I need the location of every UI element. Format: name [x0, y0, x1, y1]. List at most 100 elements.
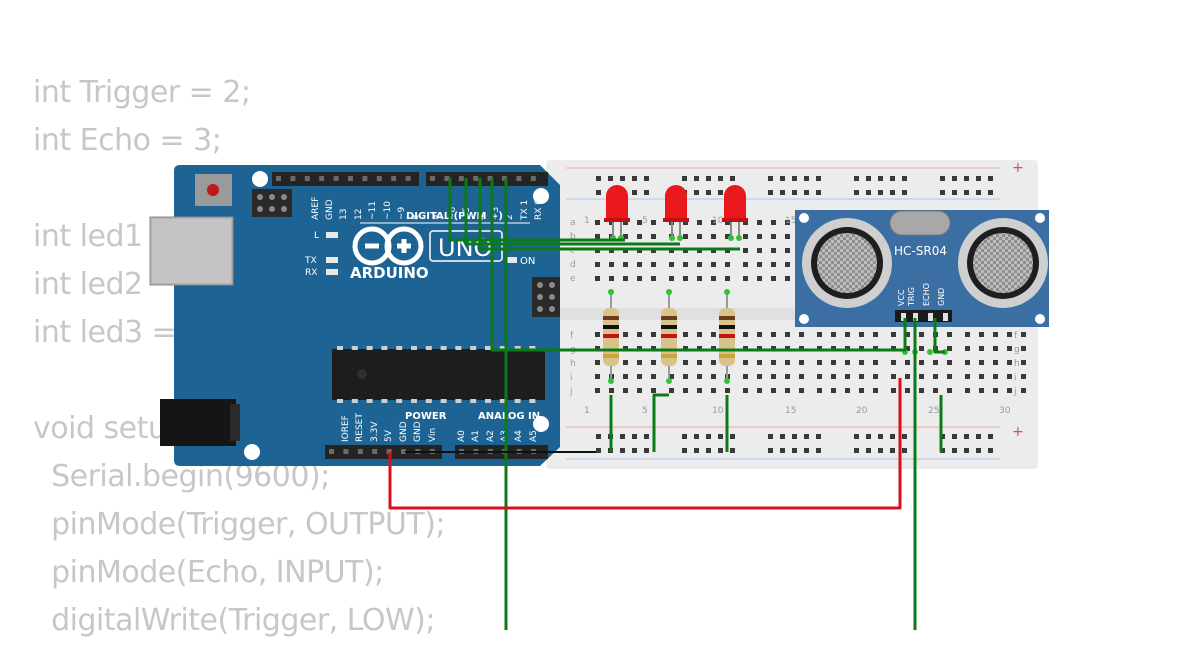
breadboard-hole: [683, 234, 688, 239]
row-label: j: [569, 387, 573, 397]
breadboard-hole: [637, 374, 642, 379]
code-line: pinMode(Echo, INPUT);: [33, 555, 384, 590]
digital-pin-label: ~3: [491, 207, 501, 220]
rail-hole: [682, 448, 687, 453]
rail-hole: [780, 434, 785, 439]
breadboard-hole: [697, 388, 702, 393]
breadboard-hole: [785, 374, 790, 379]
breadboard-hole: [757, 374, 762, 379]
breadboard-hole: [651, 262, 656, 267]
breadboard-hole: [623, 220, 628, 225]
digital-pin-label: AREF: [311, 197, 321, 220]
header-pin: [473, 176, 479, 181]
breadboard-hole: [651, 220, 656, 225]
breadboard-hole: [831, 388, 836, 393]
power-pin-label: Vin: [428, 428, 438, 442]
breadboard-hole: [1021, 388, 1026, 393]
breadboard-hole: [743, 332, 748, 337]
breadboard-hole: [609, 262, 614, 267]
breadboard-hole: [595, 276, 600, 281]
breadboard-hole: [919, 374, 924, 379]
rail-hole: [596, 190, 601, 195]
column-number: 1: [584, 406, 590, 416]
breadboard-hole: [697, 234, 702, 239]
rail-hole: [706, 448, 711, 453]
header-pin: [343, 449, 349, 454]
breadboard-hole: [965, 360, 970, 365]
rail-hole: [792, 190, 797, 195]
row-label: f: [570, 331, 574, 341]
rail-hole: [706, 434, 711, 439]
breadboard-hole: [1007, 374, 1012, 379]
breadboard-hole: [711, 332, 716, 337]
power-pin-label: GND: [413, 421, 423, 442]
breadboard-hole: [859, 332, 864, 337]
breadboard-hole: [623, 360, 628, 365]
breadboard-hole: [947, 360, 952, 365]
rail-hole: [976, 434, 981, 439]
rail-hole: [890, 434, 895, 439]
rail-hole: [866, 434, 871, 439]
header-pin: [348, 176, 353, 181]
breadboard-hole: [933, 360, 938, 365]
rail-hole: [854, 434, 859, 439]
rail-hole: [780, 190, 785, 195]
sensor-model-label: HC-SR04: [894, 244, 947, 258]
breadboard-hole: [725, 388, 730, 393]
wire-gnd-sensor-green: [933, 318, 945, 354]
rail-hole: [596, 434, 601, 439]
breadboard-hole: [595, 220, 600, 225]
digital-pin-label: ~10: [383, 201, 393, 220]
breadboard-hole: [785, 234, 790, 239]
breadboard-hole: [697, 220, 702, 225]
power-jack: [160, 399, 236, 446]
breadboard-hole: [697, 332, 702, 337]
breadboard-hole: [711, 262, 716, 267]
breadboard-hole: [979, 388, 984, 393]
breadboard-hole: [947, 388, 952, 393]
breadboard-hole: [771, 248, 776, 253]
rx-led-label: RX: [305, 268, 317, 278]
breadboard-hole: [711, 360, 716, 365]
breadboard-hole: [859, 388, 864, 393]
breadboard-hole: [891, 374, 896, 379]
sensor-pin-label: TRIG: [907, 287, 916, 307]
rail-hole: [952, 434, 957, 439]
rail-hole: [964, 190, 969, 195]
breadboard-hole: [817, 360, 822, 365]
code-line: pinMode(Trigger, OUTPUT);: [33, 507, 446, 542]
rail-hole: [718, 190, 723, 195]
breadboard-hole: [725, 262, 730, 267]
led-icon: [663, 185, 689, 241]
breadboard-hole: [609, 388, 614, 393]
breadboard-hole: [979, 360, 984, 365]
header-pin: [487, 176, 493, 181]
header-pin: [530, 176, 536, 181]
breadboard-hole: [697, 374, 702, 379]
breadboard-hole: [979, 346, 984, 351]
rail-hole: [632, 448, 637, 453]
row-label: i: [1014, 373, 1017, 383]
breadboard-hole: [1007, 360, 1012, 365]
rail-hole: [780, 448, 785, 453]
rail-hole: [804, 448, 809, 453]
breadboard-hole: [771, 220, 776, 225]
column-number: 10: [712, 216, 724, 226]
breadboard-hole: [1021, 374, 1026, 379]
breadboard-hole: [595, 332, 600, 337]
breadboard-hole: [785, 248, 790, 253]
breadboard-hole: [965, 332, 970, 337]
breadboard-hole: [933, 388, 938, 393]
rail-hole: [804, 176, 809, 181]
rail-hole: [596, 448, 601, 453]
breadboard-hole: [623, 388, 628, 393]
on-led-label: ON: [520, 256, 535, 267]
row-label: g: [1014, 345, 1020, 355]
breadboard-hole: [771, 234, 776, 239]
row-label: i: [570, 373, 573, 383]
column-number: 20: [856, 406, 868, 416]
breadboard-hole: [743, 388, 748, 393]
analog-pin-label: A0: [457, 430, 467, 442]
